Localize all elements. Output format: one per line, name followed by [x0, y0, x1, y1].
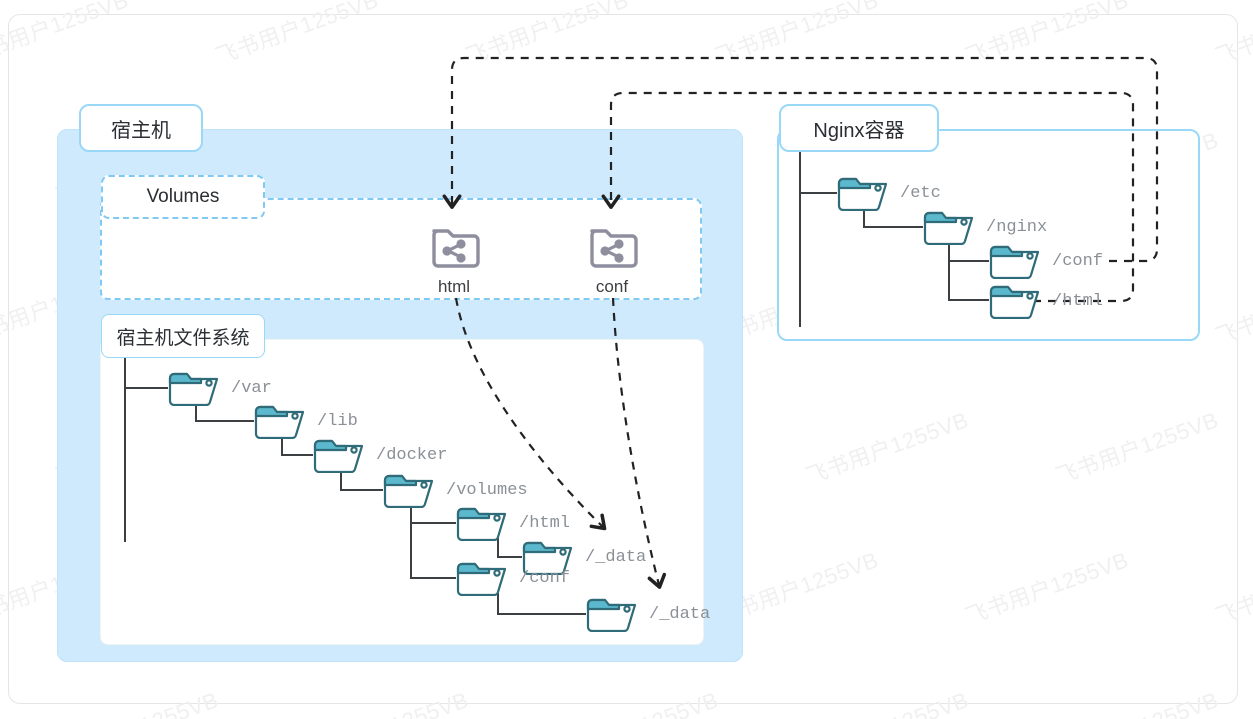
folder-icon [522, 541, 573, 575]
folder-icon [456, 562, 507, 596]
host-machine-title: 宿主机 [79, 104, 203, 152]
fs-node-lib[interactable]: /lib [253, 403, 358, 439]
connector-container-conf-to-volume-html [442, 56, 1159, 263]
container-node-nginx[interactable]: /nginx [922, 209, 1047, 245]
folder-icon [586, 598, 637, 632]
container-node-html[interactable]: /html [988, 283, 1103, 319]
connector-container-html-to-volume-conf [601, 91, 1135, 303]
fs-node-volumes-label: /volumes [446, 480, 528, 500]
connector-volume-html-to-host-html-data [454, 297, 607, 531]
folder-icon [923, 211, 974, 245]
container-node-conf-label: /conf [1052, 251, 1104, 271]
container-branch-conf-html [948, 242, 989, 301]
connector-volume-conf-to-host-conf-data [611, 297, 667, 589]
folder-icon [383, 474, 434, 508]
folder-icon [313, 439, 364, 473]
fs-node-conf-data[interactable]: /_data [585, 596, 710, 632]
share-folder-icon [590, 229, 638, 268]
volume-html-label: html [437, 277, 471, 296]
folder-icon [254, 405, 305, 439]
host-branch-docker [281, 436, 313, 456]
fs-node-volumes[interactable]: /volumes [382, 472, 528, 508]
fs-node-var[interactable]: /var [167, 370, 272, 406]
container-node-html-label: /html [1052, 291, 1104, 311]
nginx-container-title: Nginx容器 [779, 104, 939, 152]
container-node-nginx-label: /nginx [986, 217, 1048, 237]
share-folder-icon [432, 229, 480, 268]
fs-node-conf[interactable]: /conf [455, 560, 570, 596]
folder-icon [989, 285, 1040, 319]
container-node-etc-label: /etc [900, 183, 941, 203]
fs-node-conf-label: /conf [519, 568, 571, 588]
volume-html[interactable]: html [417, 218, 491, 297]
volume-conf[interactable]: conf [575, 218, 649, 297]
fs-node-html-label: /html [519, 513, 571, 533]
fs-node-lib-label: /lib [317, 411, 358, 431]
fs-node-docker-label: /docker [376, 445, 448, 465]
fs-node-docker[interactable]: /docker [312, 437, 447, 473]
fs-node-html[interactable]: /html [455, 505, 570, 541]
folder-icon [837, 177, 888, 211]
host-branch-conf-data [497, 593, 586, 615]
host-branch-html-conf [410, 505, 456, 579]
folder-icon [456, 507, 507, 541]
container-node-etc[interactable]: /etc [836, 175, 941, 211]
fs-node-var-label: /var [231, 378, 272, 398]
fs-node-html-data[interactable]: /_data [521, 539, 646, 575]
container-node-conf[interactable]: /conf [988, 243, 1103, 279]
folder-icon [989, 245, 1040, 279]
container-branch-nginx [863, 208, 923, 228]
fs-node-conf-data-label: /_data [649, 604, 711, 624]
nginx-container-panel [777, 129, 1200, 341]
folder-icon [168, 372, 219, 406]
volume-conf-label: conf [595, 277, 629, 296]
fs-node-html-data-label: /_data [585, 547, 647, 567]
host-branch-volumes [340, 470, 383, 491]
host-branch-html-data [497, 538, 522, 558]
host-filesystem-title: 宿主机文件系统 [101, 314, 265, 358]
host-branch-lib [195, 403, 254, 422]
volumes-title: Volumes [101, 175, 265, 219]
